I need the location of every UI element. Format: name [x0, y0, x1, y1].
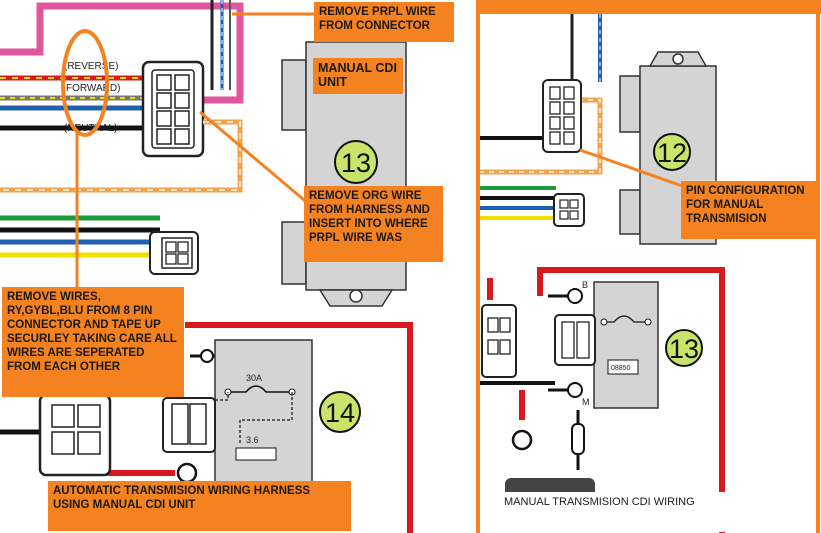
- right-cdi-number: 12: [657, 138, 687, 168]
- right-relay-connector: [554, 314, 596, 366]
- wire-label-forward: FORWARD): [66, 83, 120, 94]
- wire-label-reverse: (REVERSE): [64, 61, 118, 72]
- callout-remove-wires: REMOVE WIRES, RY,GYBL,BLU FROM 8 PIN CON…: [2, 287, 184, 397]
- left-relay-number: 14: [325, 398, 355, 428]
- resistor-value-label: 3.6: [246, 435, 259, 445]
- eight-pin-connector: [141, 60, 205, 158]
- terminal-m-label: M: [582, 397, 590, 407]
- terminal-b-label: B: [582, 280, 588, 290]
- highlight-ellipse: [61, 29, 109, 137]
- right-four-pin-connector: [553, 193, 585, 227]
- right-relay-box: 08850 13: [593, 281, 703, 409]
- callout-pin-configuration: PIN CONFIGURATION FOR MANUAL TRANSMISION: [681, 181, 817, 239]
- relay-connector: [162, 397, 216, 453]
- right-panel: 12 B M: [480, 0, 821, 533]
- lower-left-connector: [38, 393, 112, 477]
- red-wire-top: [185, 322, 413, 533]
- callout-remove-prpl-wire: REMOVE PRPL WIRE FROM CONNECTOR: [314, 2, 454, 42]
- left-cdi-number: 13: [341, 148, 371, 178]
- wire-label-neutral: (NEUTRAL): [64, 123, 117, 134]
- callout-manual-cdi-unit: MANUAL CDI UNIT: [313, 58, 403, 94]
- left-panel: (REVERSE) FORWARD) (NEUTRAL): [0, 0, 413, 533]
- right-eight-pin-connector: [542, 79, 582, 153]
- pink-wire: [0, 2, 244, 104]
- right-red-wire-top: [537, 267, 725, 533]
- right-relay-number: 13: [669, 334, 699, 364]
- relay-code-label: 08850: [611, 365, 631, 372]
- four-pin-connector: [149, 231, 199, 275]
- callout-remove-org-wire: REMOVE ORG WIRE FROM HARNESS AND INSERT …: [304, 186, 443, 262]
- caption-manual-transmission: MANUAL TRANSMISION CDI WIRING: [499, 492, 787, 532]
- fuse-30a-label: 30A: [246, 373, 262, 383]
- left-relay-box: 30A 3.6 14: [214, 339, 361, 486]
- orange-wire-loop: [0, 119, 243, 193]
- right-side-connector: [481, 304, 517, 378]
- caption-automatic-transmission: AUTOMATIC TRANSMISION WIRING HARNESS USI…: [48, 481, 351, 531]
